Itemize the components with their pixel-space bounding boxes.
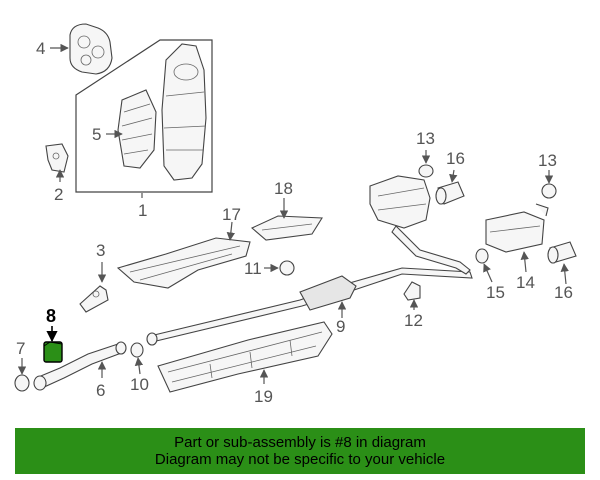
callout-1: 1 [138,201,147,220]
leader-lines [17,43,569,384]
callout-13-right: 13 [538,151,557,170]
callout-9: 9 [336,317,345,336]
callout-16-right: 16 [554,283,573,302]
info-banner: Part or sub-assembly is #8 in diagram Di… [15,428,585,474]
part-5-heat-shield-shape[interactable] [117,89,157,169]
callout-15: 15 [486,283,505,302]
callout-11: 11 [244,259,262,278]
callout-2: 2 [54,185,63,204]
part-7-gasket-shape[interactable] [14,374,30,392]
callout-16-upper: 16 [446,149,465,168]
callout-18: 18 [274,179,293,198]
part-9-center-pipe-shape[interactable] [146,267,473,346]
exhaust-system-diagram: 1 2 3 4 5 6 7 8 9 10 11 12 13 13 14 15 1… [14,23,577,406]
callout-3: 3 [96,241,105,260]
part-8-target-shape[interactable] [43,341,63,363]
part-2-bracket-shape[interactable] [45,143,69,173]
callout-19: 19 [254,387,273,406]
callout-13-upper: 13 [416,129,435,148]
callout-5: 5 [92,125,101,144]
part-4-manifold-shape[interactable] [69,23,113,75]
callout-10: 10 [130,375,149,394]
part-15-gasket-shape[interactable] [475,248,489,264]
part-14-muffler-shape[interactable] [485,203,549,253]
assembly-1-outline [75,39,213,193]
part-16-right-tip-shape[interactable] [547,241,577,264]
part-18-heat-shield-shape[interactable] [250,215,323,241]
part-6-front-pipe-shape[interactable] [33,341,127,391]
banner-line-1: Part or sub-assembly is #8 in diagram [174,434,426,451]
part-1-catalytic-converter-shape[interactable] [161,43,207,181]
callout-8-highlighted[interactable]: 8 [46,306,56,326]
callout-4: 4 [36,39,45,58]
callout-17: 17 [222,205,241,224]
part-10-gasket-shape[interactable] [130,342,144,358]
part-11-hanger-rubber-shape[interactable] [279,260,295,276]
part-13-rubber-shape[interactable] [418,164,434,178]
part-17-heat-shield-shape[interactable] [116,237,251,289]
callout-7: 7 [16,339,25,358]
part-19-heat-shield-shape[interactable] [157,321,333,393]
banner-line-2: Diagram may not be specific to your vehi… [154,451,446,468]
part-16-tip-shape[interactable] [435,181,465,205]
callout-6: 6 [96,381,105,400]
part-13-right-rubber-shape[interactable] [541,183,557,199]
callout-14: 14 [516,273,535,292]
callout-12: 12 [404,311,423,330]
main-muffler-shape[interactable] [369,175,471,275]
part-3-hanger-bracket-shape[interactable] [79,285,109,313]
part-12-hanger-shape[interactable] [403,281,421,301]
